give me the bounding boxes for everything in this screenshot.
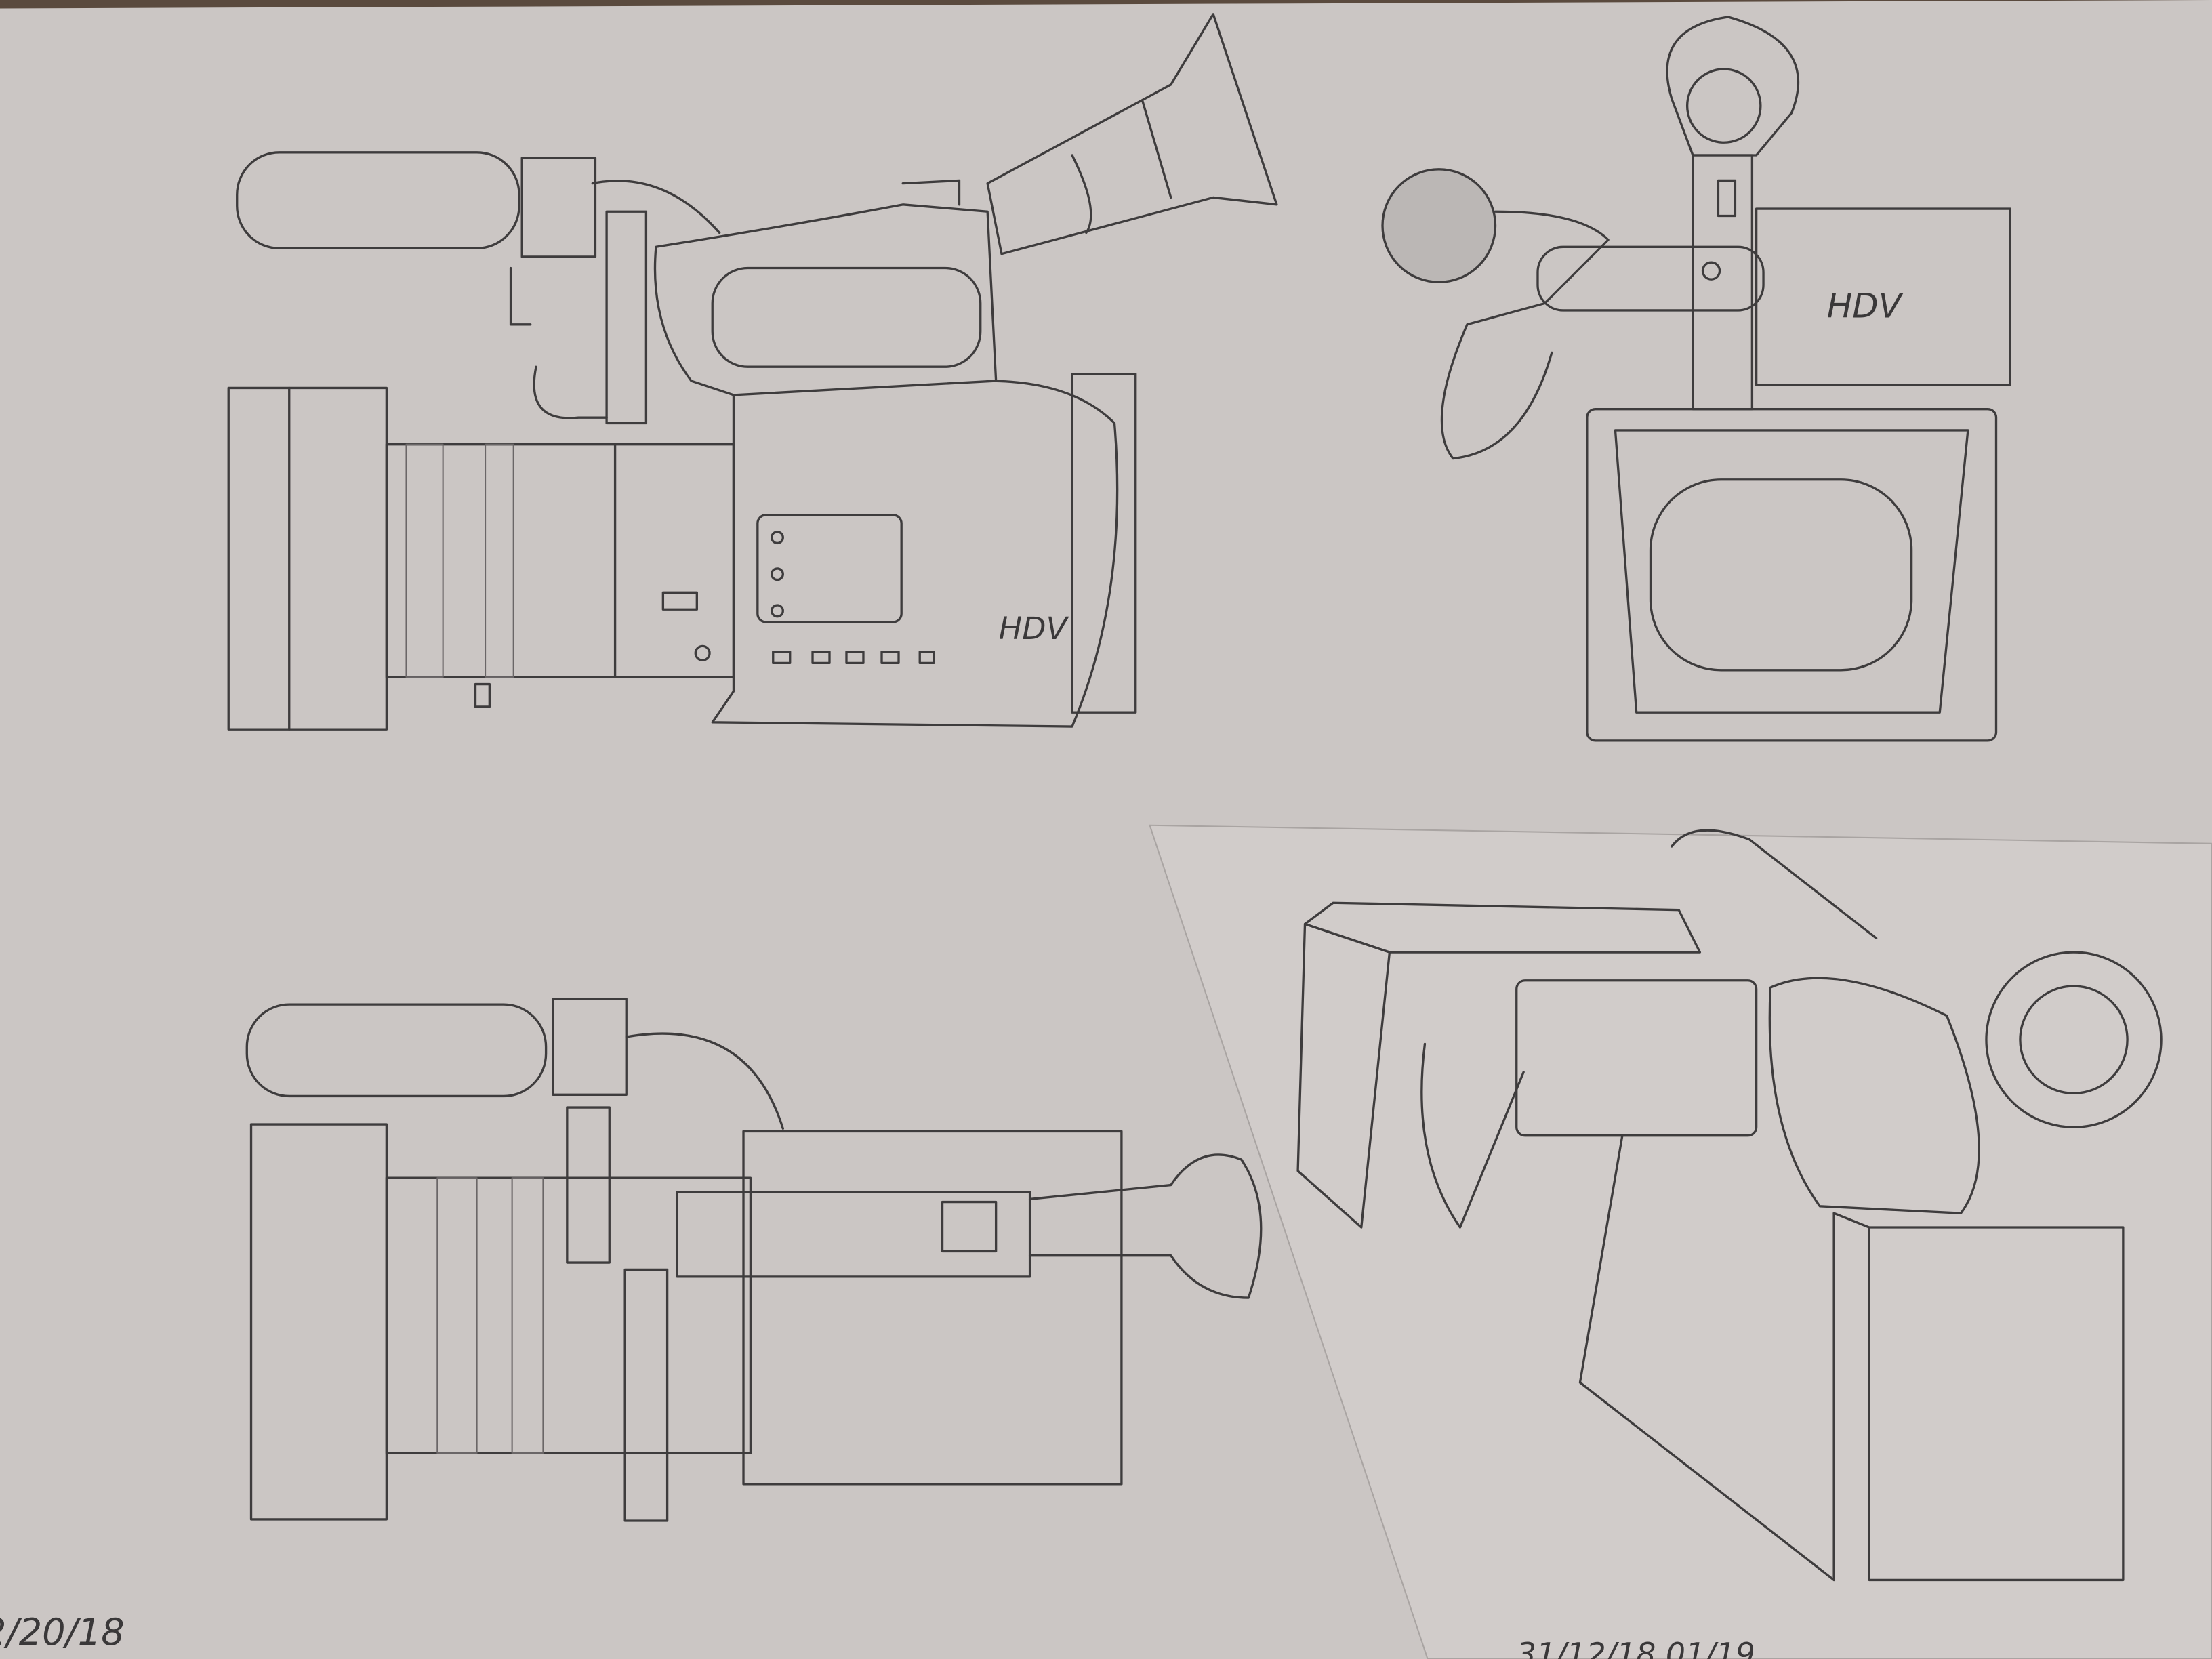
- side-view-hdv-label: HDV: [999, 610, 1069, 647]
- paper-overlay-sheet: [1149, 824, 2212, 1659]
- date-right: 31/12/18.01/19: [1517, 1635, 1755, 1659]
- date-left: 2/20/18: [0, 1611, 125, 1654]
- side-view-sketch: [227, 13, 1278, 731]
- perspective-view-sketch: [1296, 829, 2163, 1582]
- front-view-sketch: [1381, 16, 2011, 742]
- front-view-hdv-label: HDV: [1827, 286, 1904, 325]
- top-view-sketch: [245, 998, 1263, 1522]
